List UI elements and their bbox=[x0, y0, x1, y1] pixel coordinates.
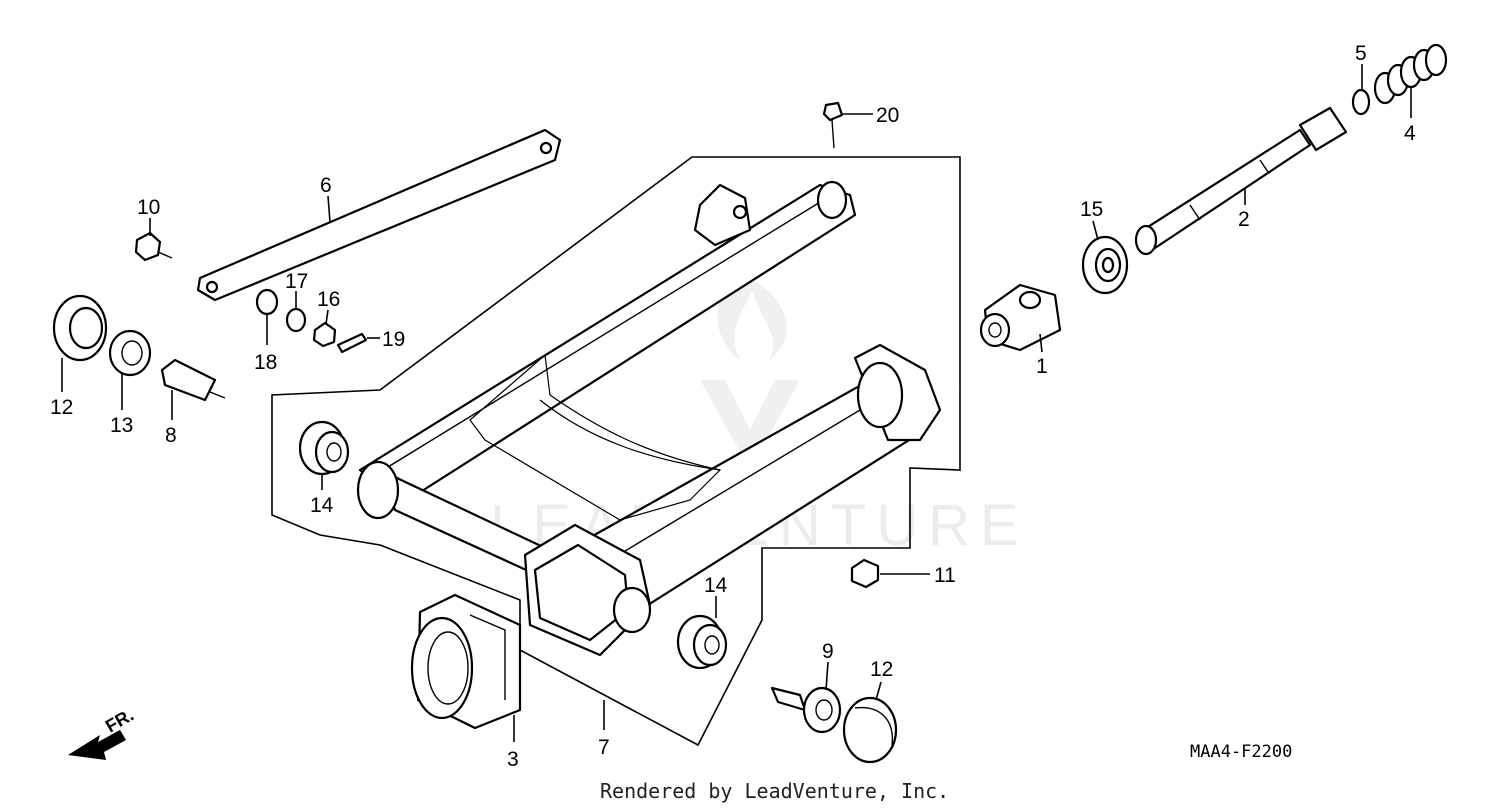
bearing-14-lower bbox=[676, 614, 728, 670]
pivot-parts-left bbox=[52, 294, 226, 402]
spring-4-washer-5 bbox=[1351, 43, 1448, 116]
universal-joint-1 bbox=[979, 283, 1062, 352]
boot-3 bbox=[410, 593, 522, 730]
torque-rod-6 bbox=[196, 128, 562, 302]
callout-8: 8 bbox=[165, 424, 177, 447]
callout-4: 4 bbox=[1404, 122, 1416, 145]
pivot-bolt-9 bbox=[770, 686, 842, 734]
callout-12-upper: 12 bbox=[50, 396, 73, 419]
diagram-code: MAA4-F2200 bbox=[1190, 742, 1292, 762]
small-hardware-16-19 bbox=[255, 288, 368, 354]
nut-11 bbox=[850, 558, 880, 589]
callout-19: 19 bbox=[382, 328, 405, 351]
callout-9: 9 bbox=[822, 640, 834, 663]
callout-1: 1 bbox=[1036, 355, 1048, 378]
callout-7: 7 bbox=[598, 736, 610, 759]
callout-20: 20 bbox=[876, 104, 899, 127]
swingarm bbox=[356, 180, 942, 657]
callout-14-upper: 14 bbox=[310, 494, 334, 517]
bearing-14-upper bbox=[298, 420, 350, 476]
callout-17: 17 bbox=[285, 270, 308, 293]
footer-credit: Rendered by LeadVenture, Inc. bbox=[600, 779, 949, 803]
bolt-10 bbox=[134, 231, 173, 262]
bearing-15 bbox=[1081, 235, 1129, 295]
callout-13: 13 bbox=[110, 414, 133, 437]
cap-12-lower bbox=[842, 696, 898, 764]
callout-5: 5 bbox=[1355, 42, 1367, 65]
callout-3: 3 bbox=[507, 748, 519, 771]
drive-shaft-2 bbox=[1134, 106, 1348, 256]
callout-16: 16 bbox=[317, 288, 340, 311]
callout-11: 11 bbox=[934, 564, 956, 587]
front-label: FR. bbox=[102, 705, 137, 737]
callout-10: 10 bbox=[137, 196, 160, 219]
leader-lines bbox=[61, 64, 1412, 742]
assembly-boundary bbox=[271, 156, 961, 747]
callout-2: 2 bbox=[1238, 208, 1250, 231]
callout-12-lower: 12 bbox=[870, 658, 893, 681]
front-direction-arrow: FR. bbox=[68, 705, 137, 760]
callout-6: 6 bbox=[320, 174, 332, 197]
callout-labels: 20 5 4 6 10 15 2 17 16 19 18 1 12 13 8 1… bbox=[50, 42, 1416, 771]
bolt-20 bbox=[822, 101, 844, 149]
callout-18: 18 bbox=[254, 351, 277, 374]
callout-14-lower: 14 bbox=[704, 574, 728, 597]
callout-15: 15 bbox=[1080, 198, 1103, 221]
